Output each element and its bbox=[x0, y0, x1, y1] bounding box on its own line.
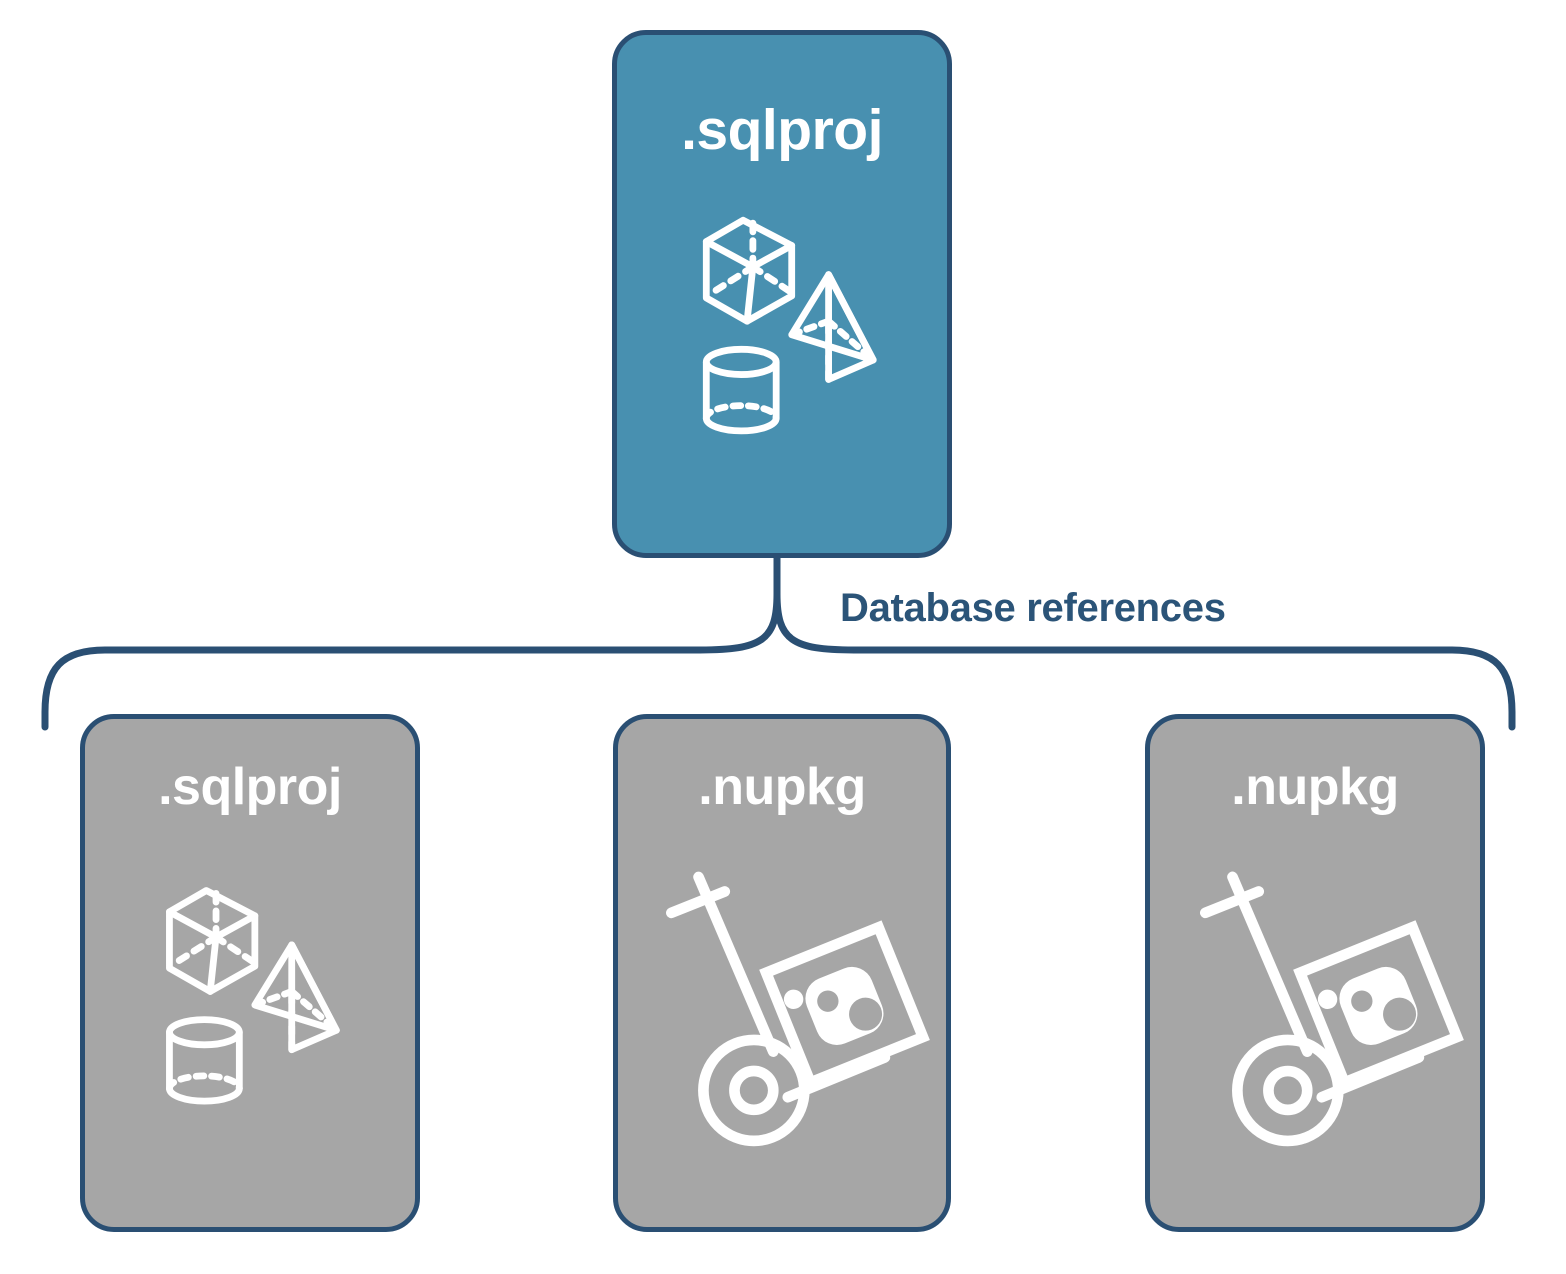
pyramid-icon bbox=[788, 271, 877, 383]
wheel bbox=[698, 1034, 810, 1147]
hand-truck-package-icon bbox=[666, 871, 930, 1147]
node-child-sqlproj-title: .sqlproj bbox=[158, 758, 342, 816]
connector-label: Database references bbox=[840, 586, 1226, 630]
cube-icon bbox=[166, 885, 261, 995]
cube-icon bbox=[702, 214, 798, 325]
node-child-nupkg-2[interactable]: .nupkg bbox=[1145, 714, 1485, 1232]
pyramid-icon bbox=[251, 941, 340, 1054]
node-child-nupkg-1[interactable]: .nupkg bbox=[613, 714, 951, 1232]
connector-brace-left bbox=[41, 590, 781, 731]
node-parent-title: .sqlproj bbox=[681, 98, 883, 162]
node-parent-sqlproj[interactable]: .sqlproj bbox=[612, 30, 952, 558]
cylinder-icon bbox=[166, 1016, 243, 1105]
node-child-nupkg-1-title: .nupkg bbox=[698, 758, 866, 816]
node-child-sqlproj[interactable]: .sqlproj bbox=[80, 714, 420, 1232]
hand-truck-package-icon bbox=[1199, 871, 1464, 1147]
wheel bbox=[1232, 1034, 1344, 1147]
cylinder-icon bbox=[702, 345, 780, 435]
node-child-nupkg-2-title: .nupkg bbox=[1231, 758, 1399, 816]
